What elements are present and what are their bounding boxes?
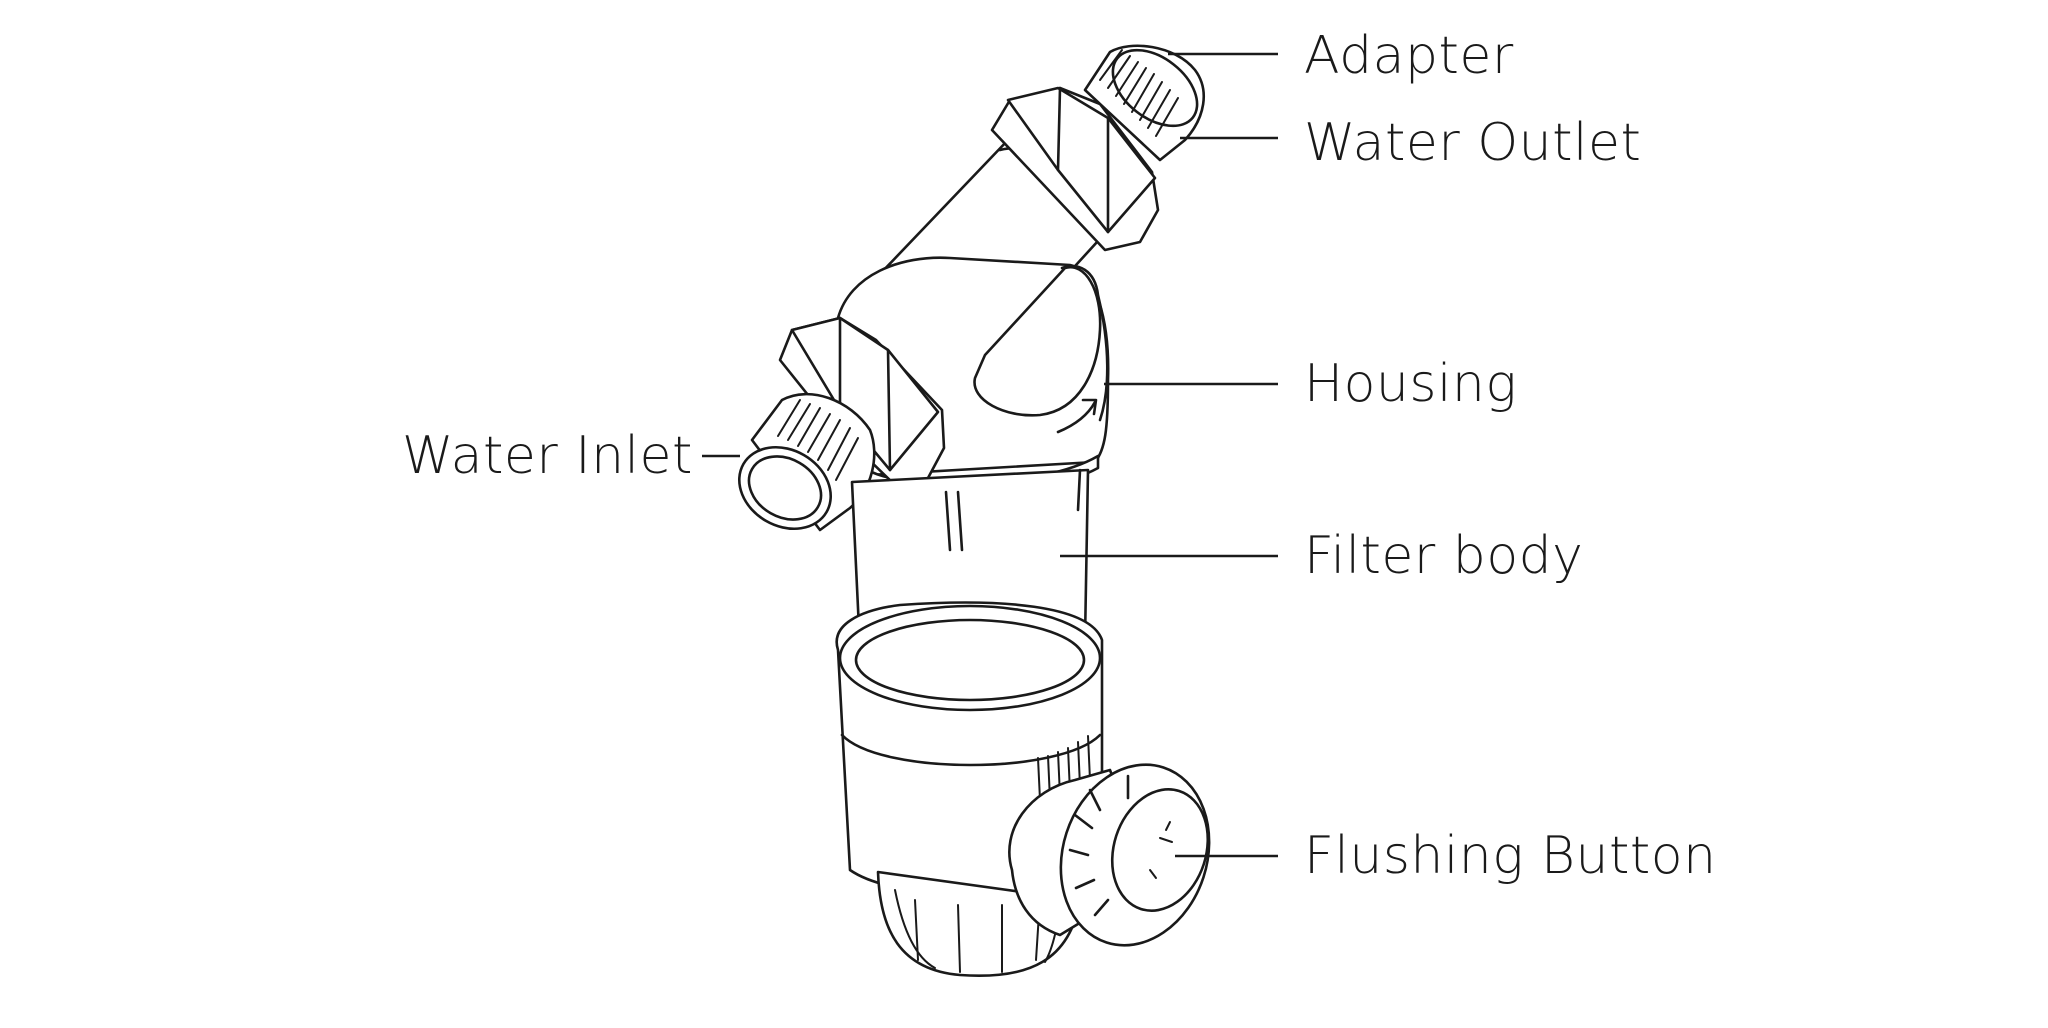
- leader-lines: [702, 52, 1278, 858]
- label-housing: Housing: [1304, 354, 1518, 414]
- outlet-adapter: [1083, 44, 1206, 162]
- inlet-adapter: [737, 392, 876, 532]
- flushing-knob: [1008, 763, 1211, 947]
- label-adapter: Adapter: [1304, 26, 1514, 86]
- label-water-outlet: Water Outlet: [1304, 113, 1642, 173]
- label-water-inlet: Water Inlet: [402, 426, 693, 486]
- inlet-nut: [778, 316, 946, 487]
- outlet-nut: [990, 86, 1160, 252]
- label-flushing-button: Flushing Button: [1304, 826, 1717, 886]
- label-filter-body: Filter body: [1304, 526, 1584, 586]
